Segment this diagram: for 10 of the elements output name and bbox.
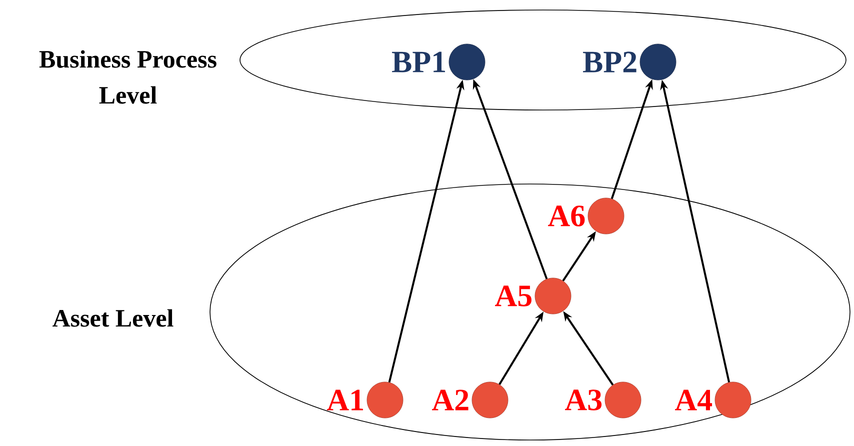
node-label: BP1 [392, 52, 445, 72]
node-label: A4 [675, 390, 712, 410]
node-label: A2 [432, 390, 468, 410]
node-label: BP2 [583, 52, 636, 72]
level-heading: Business Process Level [39, 50, 216, 104]
node-label: A1 [327, 390, 363, 410]
node-label: A3 [565, 390, 602, 410]
level-heading: Asset Level [52, 309, 174, 327]
node-label: A6 [548, 206, 585, 226]
node-label: A5 [495, 286, 532, 306]
